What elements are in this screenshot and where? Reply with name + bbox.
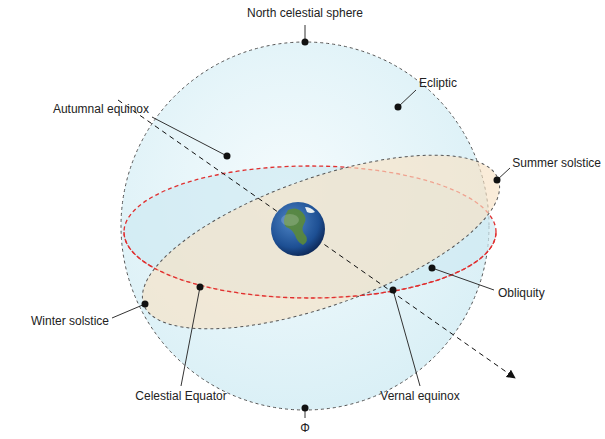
point-label: Obliquity [497, 286, 546, 300]
ecliptic-plane [122, 119, 519, 365]
point-label: Ecliptic [418, 76, 458, 90]
leader-lines [112, 25, 510, 418]
point-label: Vernal equinox [379, 389, 460, 403]
point-label: Summer solstice [511, 156, 602, 170]
point-label: Winter solstice [30, 314, 110, 328]
point-label: Φ [299, 421, 311, 435]
point-label: North celestial sphere [246, 6, 364, 20]
equinox-axis [118, 100, 515, 378]
point-markers [142, 39, 501, 412]
point-label: Celestial Equator [134, 389, 227, 403]
point-label: Autumnal equinox [52, 102, 150, 116]
earth-globe [271, 202, 325, 256]
